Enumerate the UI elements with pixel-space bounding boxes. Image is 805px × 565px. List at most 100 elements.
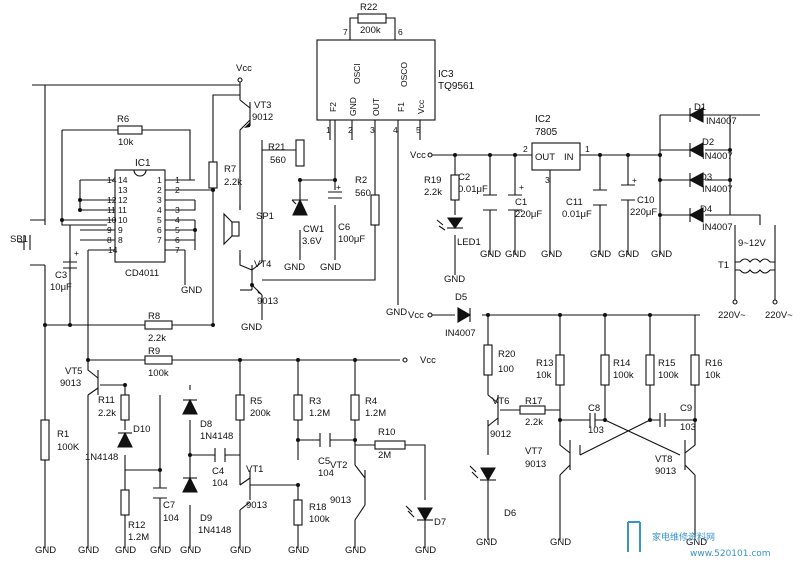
svg-text:3: 3 — [157, 195, 162, 205]
svg-text:2.2k: 2.2k — [98, 408, 116, 419]
svg-text:1.2M: 1.2M — [365, 408, 386, 419]
svg-text:1.2M: 1.2M — [309, 408, 330, 419]
svg-text:IN: IN — [564, 152, 574, 163]
r10 — [374, 440, 406, 450]
r5 — [235, 394, 245, 421]
svg-text:3: 3 — [370, 125, 375, 135]
svg-text:GND: GND — [35, 545, 56, 556]
svg-text:C3: C3 — [55, 270, 67, 281]
svg-text:IN4007: IN4007 — [702, 184, 733, 195]
transistors: VT3 9012 VT4 9013 VT5 9013 VT1 9013 VT2 … — [60, 100, 676, 511]
svg-text:GND: GND — [320, 262, 341, 273]
svg-text:IN4007: IN4007 — [706, 116, 737, 127]
svg-text:2: 2 — [523, 144, 528, 154]
svg-text:GND: GND — [686, 537, 707, 548]
svg-text:D4: D4 — [700, 204, 712, 215]
svg-text:10k: 10k — [705, 370, 721, 381]
svg-text:C7: C7 — [163, 500, 175, 511]
svg-text:0.01μF: 0.01μF — [458, 184, 488, 195]
svg-text:100μF: 100μF — [338, 234, 365, 245]
svg-text:12: 12 — [107, 195, 117, 205]
svg-text:5: 5 — [175, 225, 180, 235]
svg-text:1N4148: 1N4148 — [200, 431, 233, 442]
svg-text:1: 1 — [326, 125, 331, 135]
svg-text:9013: 9013 — [525, 459, 546, 470]
svg-text:Vcc: Vcc — [236, 63, 252, 74]
svg-text:3: 3 — [545, 175, 550, 185]
svg-text:C6: C6 — [338, 222, 350, 233]
r7 — [208, 161, 218, 189]
svg-text:C5: C5 — [318, 456, 330, 467]
r12 — [120, 489, 130, 516]
svg-text:2.2k: 2.2k — [424, 187, 442, 198]
svg-text:GND: GND — [241, 322, 262, 333]
svg-text:9: 9 — [107, 225, 112, 235]
svg-text:D2: D2 — [702, 137, 714, 148]
svg-text:1N4148: 1N4148 — [198, 525, 231, 536]
r2 — [370, 194, 380, 226]
svg-text:R1: R1 — [57, 429, 69, 440]
svg-text:2.2k: 2.2k — [224, 177, 242, 188]
svg-text:R4: R4 — [365, 396, 377, 407]
svg-text:VT3: VT3 — [254, 100, 271, 111]
svg-text:GND: GND — [618, 249, 639, 260]
svg-text:R15: R15 — [658, 358, 675, 369]
svg-text:14: 14 — [107, 175, 117, 185]
svg-text:GND: GND — [230, 545, 251, 556]
r22-label: R22 — [360, 2, 377, 13]
svg-text:7805: 7805 — [535, 127, 558, 138]
svg-text:OSCI: OSCI — [352, 63, 362, 84]
ic1-label: IC1 — [135, 158, 151, 169]
r14 — [600, 354, 610, 386]
svg-text:D8: D8 — [200, 419, 212, 430]
svg-text:7: 7 — [343, 27, 348, 37]
svg-text:GND: GND — [415, 545, 436, 556]
r21 — [295, 139, 305, 167]
r11 — [120, 394, 130, 421]
svg-text:9013: 9013 — [257, 296, 278, 307]
junction-dots — [43, 148, 732, 487]
svg-text:2: 2 — [157, 185, 162, 195]
svg-text:9013: 9013 — [60, 378, 81, 389]
svg-text:IN4007: IN4007 — [445, 328, 476, 339]
svg-text:D5: D5 — [455, 292, 467, 303]
svg-text:VT8: VT8 — [655, 454, 672, 465]
svg-text:GND: GND — [480, 249, 501, 260]
svg-text:7: 7 — [157, 235, 162, 245]
svg-text:+: + — [336, 182, 341, 192]
svg-text:R18: R18 — [309, 502, 326, 513]
svg-text:R3: R3 — [309, 396, 321, 407]
svg-text:200k: 200k — [250, 408, 271, 419]
svg-text:220μF: 220μF — [515, 209, 542, 220]
svg-text:100K: 100K — [57, 442, 80, 453]
svg-text:R12: R12 — [128, 520, 145, 531]
svg-text:1.2M: 1.2M — [128, 532, 149, 543]
svg-text:F2: F2 — [328, 102, 338, 112]
ic1-cd4011: IC1 CD4011 14 12 11 10 9 8 14 14 13 12 1… — [107, 158, 180, 279]
r9 — [144, 355, 173, 365]
svg-text:1N4148: 1N4148 — [85, 452, 118, 463]
svg-text:2M: 2M — [378, 450, 391, 461]
svg-text:100k: 100k — [658, 370, 679, 381]
svg-text:OUT: OUT — [371, 98, 381, 116]
svg-text:4: 4 — [393, 125, 398, 135]
svg-text:103: 103 — [588, 425, 604, 436]
r19 — [450, 174, 460, 201]
svg-text:13: 13 — [118, 185, 128, 195]
r3 — [293, 394, 303, 421]
r17 — [519, 405, 546, 415]
svg-text:Vcc: Vcc — [408, 310, 424, 321]
svg-text:2: 2 — [348, 125, 353, 135]
svg-text:GND: GND — [284, 262, 305, 273]
svg-text:VT6: VT6 — [492, 396, 509, 407]
svg-text:GND: GND — [444, 274, 465, 285]
svg-text:R2: R2 — [355, 175, 367, 186]
svg-text:C9: C9 — [680, 403, 692, 414]
svg-text:1: 1 — [157, 175, 162, 185]
speaker-icon — [223, 212, 240, 246]
svg-text:C8: C8 — [588, 403, 600, 414]
svg-text:VT5: VT5 — [65, 366, 82, 377]
svg-text:10k: 10k — [118, 137, 134, 148]
svg-text:104: 104 — [318, 468, 334, 479]
svg-text:GND: GND — [386, 307, 407, 318]
